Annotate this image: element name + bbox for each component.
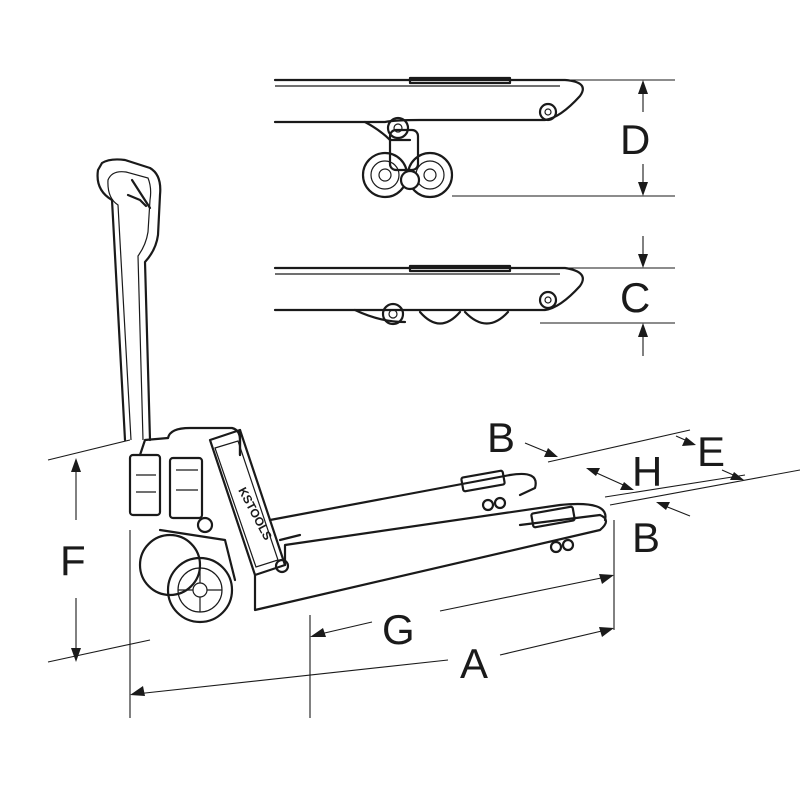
dimension-g [310, 574, 614, 637]
label-b-top: B [487, 414, 515, 461]
label-f: F [60, 537, 86, 584]
label-h: H [632, 448, 662, 495]
dimension-b-bottom [609, 469, 800, 517]
dimension-e [675, 435, 744, 480]
dimension-b-top [524, 442, 558, 457]
dimension-h [547, 429, 746, 498]
dimension-c [540, 236, 675, 356]
pallet-truck: KSTOOLS [96, 158, 608, 624]
label-c: C [620, 274, 650, 321]
label-e: E [697, 428, 725, 475]
label-a: A [460, 640, 488, 687]
dimension-f [47, 439, 151, 663]
dimension-d [452, 79, 675, 197]
label-g: G [382, 606, 415, 653]
label-d: D [620, 116, 650, 163]
dimension-a [130, 627, 614, 696]
label-b-bottom: B [632, 514, 660, 561]
detail-view-top [273, 76, 584, 199]
detail-view-bottom [273, 264, 584, 326]
